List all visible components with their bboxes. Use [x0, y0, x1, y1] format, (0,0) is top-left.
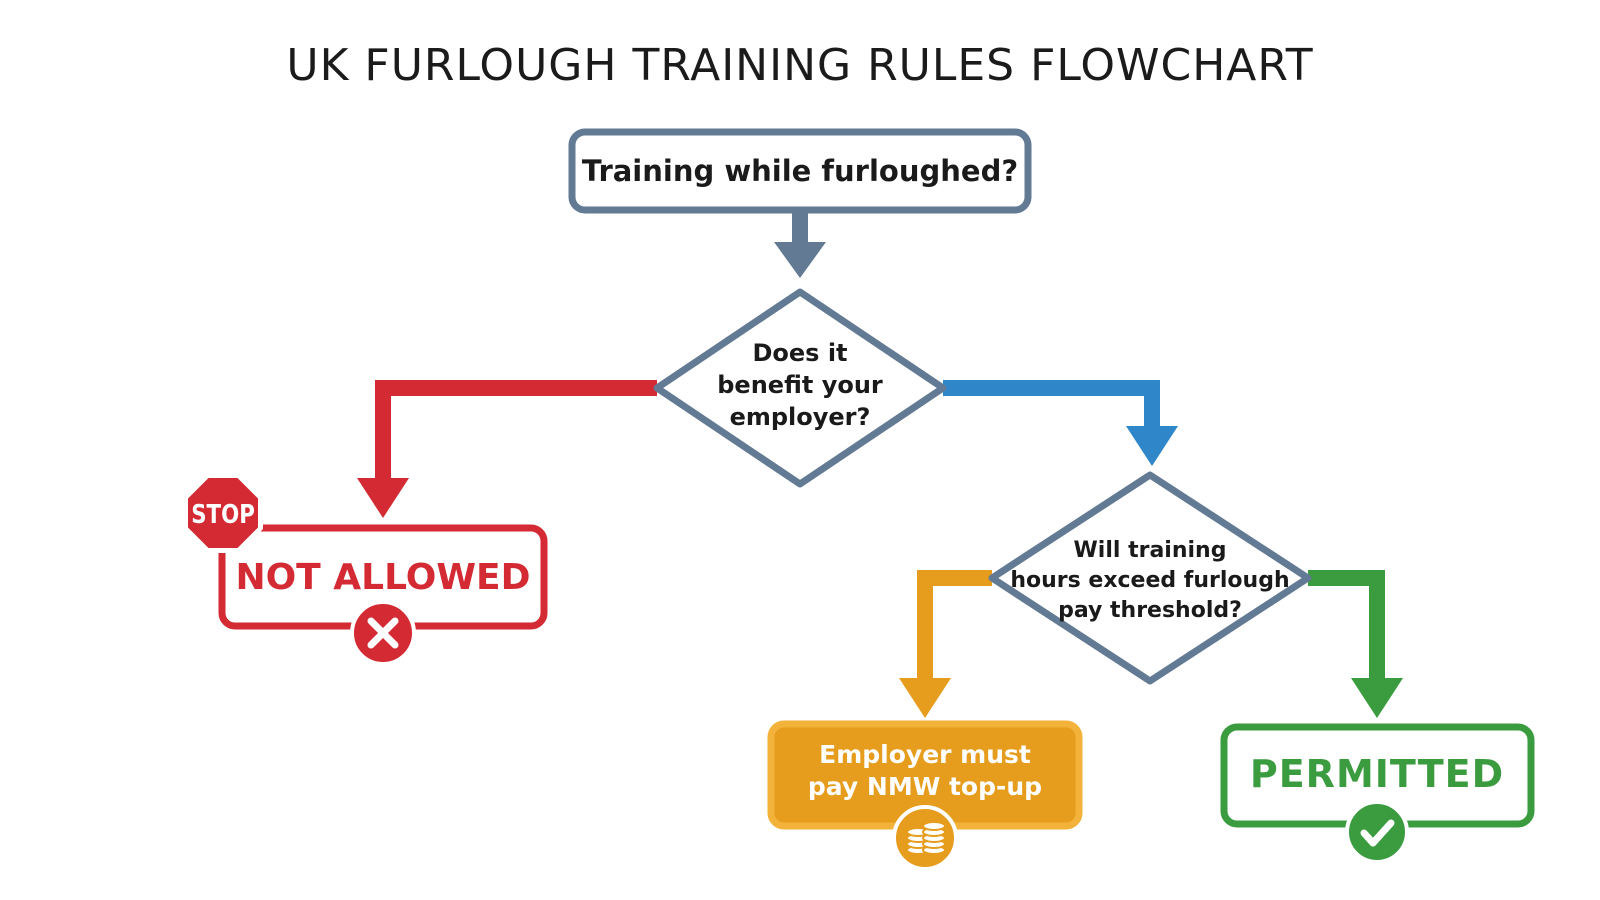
connector-q2-to-topup: [899, 570, 992, 718]
not-allowed-label: NOT ALLOWED: [235, 557, 530, 598]
topup-line-1: Employer must: [819, 740, 1031, 769]
outcome-permitted: PERMITTED: [1220, 723, 1535, 828]
connector-q1-to-q2: [943, 380, 1178, 466]
flowchart-title: UK FURLOUGH TRAINING RULES FLOWCHART: [286, 40, 1313, 91]
permitted-label: PERMITTED: [1250, 752, 1504, 796]
start-node: Training while furloughed?: [568, 128, 1032, 214]
connector-start-to-q1: [774, 210, 826, 278]
topup-line-2: pay NMW top-up: [808, 772, 1042, 801]
coin-stack-icon: [892, 805, 958, 871]
stop-sign-icon: STOP: [183, 473, 263, 553]
start-node-label: Training while furloughed?: [582, 154, 1018, 188]
connector-q2-to-permitted: [1308, 570, 1403, 718]
decision-benefit-employer: Does it benefit your employer?: [653, 288, 947, 488]
decision-hours-threshold: Will training hours exceed furlough pay …: [988, 471, 1312, 685]
decision-hours-line-2: hours exceed furlough: [1010, 568, 1289, 593]
check-circle-icon: [1345, 800, 1409, 864]
outcome-employer-topup: Employer must pay NMW top-up: [767, 720, 1083, 830]
decision-hours-line-1: Will training: [1074, 538, 1227, 563]
decision-benefit-line-2: benefit your: [717, 371, 883, 399]
stop-sign-label: STOP: [191, 499, 255, 530]
decision-hours-line-3: pay threshold?: [1058, 598, 1242, 623]
cross-circle-icon: [350, 600, 416, 666]
connector-q1-to-not-allowed: [357, 380, 657, 518]
decision-benefit-line-1: Does it: [752, 339, 847, 367]
decision-benefit-line-3: employer?: [730, 403, 871, 431]
